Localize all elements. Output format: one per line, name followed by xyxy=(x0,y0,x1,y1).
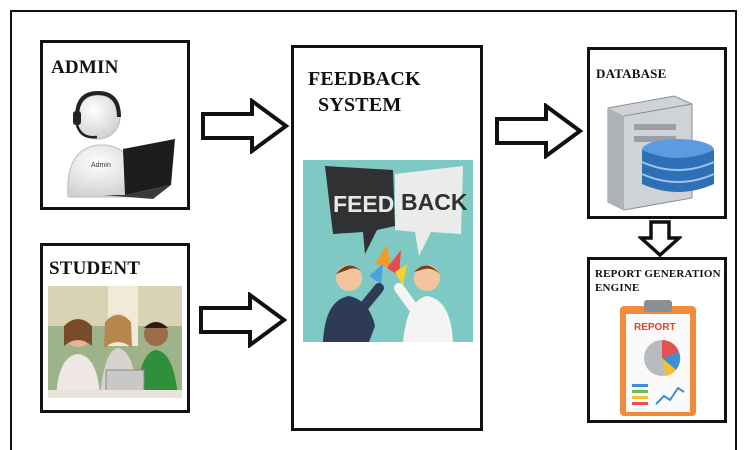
feedback-illustration: FEED BACK xyxy=(303,160,473,342)
report-engine-title-line1: REPORT GENERATION xyxy=(595,268,721,280)
admin-illustration: Admin xyxy=(67,90,175,199)
feedback-system-box: FEEDBACK SYSTEM FEED BACK xyxy=(291,45,483,431)
feedback-title-line2: SYSTEM xyxy=(318,94,402,116)
report-engine-box: REPORT GENERATION ENGINE REPORT xyxy=(587,257,727,423)
arrow-admin-to-feedback xyxy=(201,98,290,154)
arrow-database-to-report xyxy=(638,220,682,258)
admin-box: ADMIN Admin xyxy=(40,40,190,210)
arrow-feedback-to-database xyxy=(495,103,584,159)
report-engine-title-line2: ENGINE xyxy=(595,282,640,294)
admin-badge: Admin xyxy=(91,162,111,169)
feed-word: FEED xyxy=(333,191,394,217)
report-clipboard-illustration: REPORT xyxy=(620,300,696,416)
back-word: BACK xyxy=(401,189,468,215)
database-illustration xyxy=(607,95,715,211)
arrow-student-to-feedback xyxy=(199,292,288,348)
database-title: DATABASE xyxy=(596,66,667,81)
clipboard-report-title: REPORT xyxy=(634,322,676,333)
student-photo xyxy=(48,286,182,398)
student-box: STUDENT xyxy=(40,243,190,413)
database-box: DATABASE xyxy=(587,47,727,219)
outer-frame xyxy=(10,10,737,450)
admin-title: ADMIN xyxy=(51,57,119,78)
student-title: STUDENT xyxy=(49,258,141,279)
feedback-title-line1: FEEDBACK xyxy=(308,68,421,90)
